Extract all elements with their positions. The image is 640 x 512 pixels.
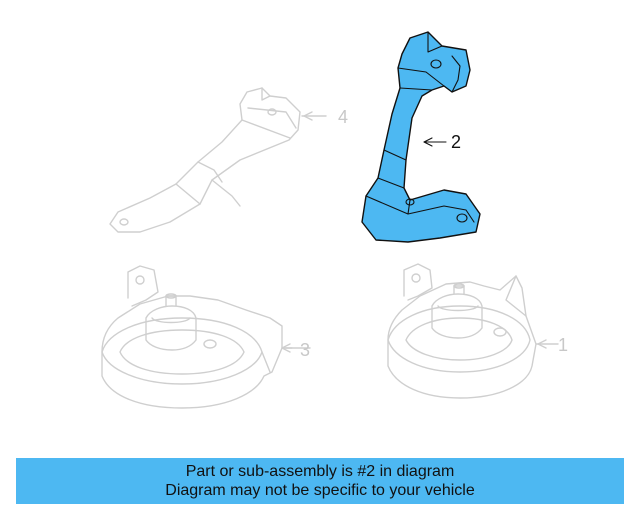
part-1-horn: 1	[387, 263, 568, 399]
banner-line-part-number: Part or sub-assembly is #2 in diagram	[185, 463, 455, 480]
callout-3: 3	[300, 340, 310, 360]
banner-line-disclaimer: Diagram may not be specific to your vehi…	[165, 482, 475, 499]
part-4-bracket: 4	[109, 87, 348, 233]
parts-diagram: 4 2 3	[101, 31, 568, 409]
callout-1: 1	[558, 335, 568, 355]
callout-4: 4	[338, 107, 348, 127]
part-2-bracket: 2	[361, 31, 481, 243]
callout-2: 2	[451, 132, 461, 152]
info-banner: Part or sub-assembly is #2 in diagram Di…	[16, 458, 624, 504]
part-3-horn: 3	[101, 265, 311, 409]
